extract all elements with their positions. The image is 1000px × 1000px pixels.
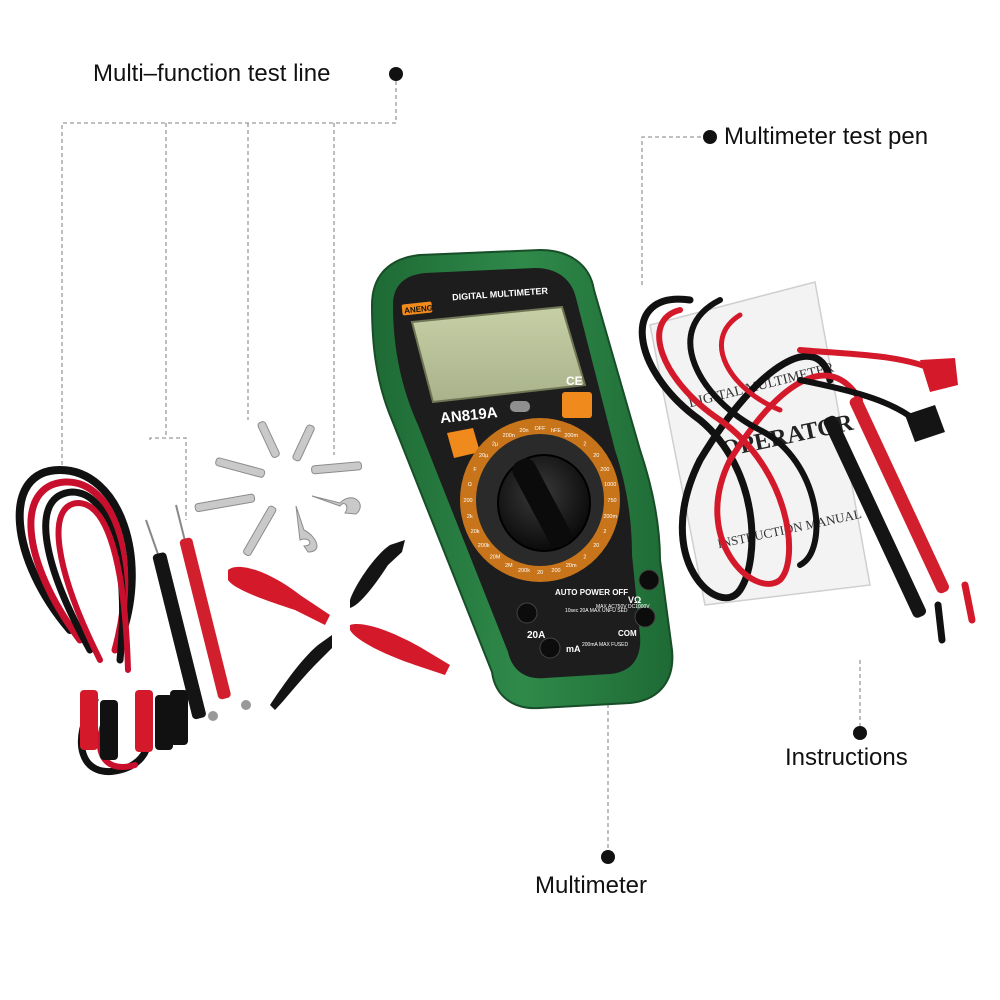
knob-grip[interactable]	[509, 455, 575, 551]
meter-button-orange[interactable]	[447, 428, 480, 458]
dial-label: F	[473, 467, 477, 473]
jack-ma-label: mA	[566, 644, 581, 654]
warn-20a: 10sec 20A MAX UNFU SED	[565, 608, 628, 614]
meter-button-center[interactable]	[510, 401, 530, 412]
meter-button-right[interactable]	[562, 392, 592, 418]
ce-mark: CE	[566, 374, 583, 388]
dial-label: 2	[603, 529, 606, 535]
callout-instructions: Instructions	[785, 744, 908, 771]
callout-leader-lines	[61, 74, 861, 857]
dial-label: 750	[607, 498, 616, 504]
callout-dot-test-line	[389, 67, 403, 81]
dial-label: 20	[593, 453, 599, 459]
auto-power-off: AUTO POWER OFF	[555, 588, 628, 597]
input-jacks	[516, 569, 660, 659]
meter-model: AN819A	[439, 404, 498, 427]
dial-label: 20	[593, 543, 599, 549]
coiled-test-pen	[638, 295, 938, 602]
dial-label: 200	[600, 467, 609, 473]
dial-label: 20k	[471, 529, 480, 535]
jack-ma[interactable]	[539, 637, 561, 659]
probe-pens-pair	[145, 504, 251, 721]
dial-label: 20µ	[479, 453, 489, 459]
dial-label: 200	[551, 568, 560, 574]
dial-label: Ω	[468, 482, 472, 488]
lcd-display	[410, 305, 587, 404]
dial-label: hFE	[551, 428, 561, 434]
dial-label: 2M	[505, 563, 513, 569]
coiled-test-line	[15, 465, 188, 775]
dial-label: 20m	[566, 563, 577, 569]
dial-label: 2µ	[492, 442, 499, 448]
pin-accessories	[194, 421, 363, 557]
jack-20a[interactable]	[516, 602, 538, 624]
callout-dot-multimeter	[601, 850, 615, 864]
dial-label: 200k	[518, 568, 530, 574]
callout-multimeter: Multimeter	[535, 872, 648, 899]
dial-label: 200m	[564, 433, 578, 439]
jack-20a-label: 20A	[527, 630, 545, 641]
dial-label: 2	[583, 554, 586, 560]
dial-label: 20n	[519, 428, 528, 434]
warn-max: MAX AC750V DC1000V	[596, 604, 650, 610]
probe-tips-right	[823, 358, 976, 644]
dial-label: 200n	[503, 433, 515, 439]
callout-dot-test-pen	[703, 130, 717, 144]
callout-test-line: Multi–function test line	[93, 60, 331, 87]
dial-label: 20	[537, 570, 543, 576]
callout-dot-instructions	[853, 726, 867, 740]
dial-label: 200	[463, 498, 472, 504]
callout-test-pen: Multimeter test pen	[724, 123, 929, 150]
jack-vohm[interactable]	[638, 569, 660, 591]
dial-label: 2	[583, 442, 586, 448]
meter-brand: ANENG	[404, 303, 434, 315]
dial-label: 200m	[603, 514, 617, 520]
dial-label: 2k	[467, 514, 473, 520]
alligator-clips	[228, 540, 450, 710]
dial-label: 1000	[604, 482, 616, 488]
dial-label: OFF	[535, 426, 547, 432]
jack-com[interactable]	[634, 606, 656, 628]
dial-label: 20M	[490, 554, 501, 560]
warn-fused: 200mA MAX FUSED	[582, 642, 629, 648]
dial-label: 200k	[478, 543, 490, 549]
jack-vohm-label: VΩ	[628, 595, 641, 605]
jack-com-label: COM	[618, 629, 637, 638]
